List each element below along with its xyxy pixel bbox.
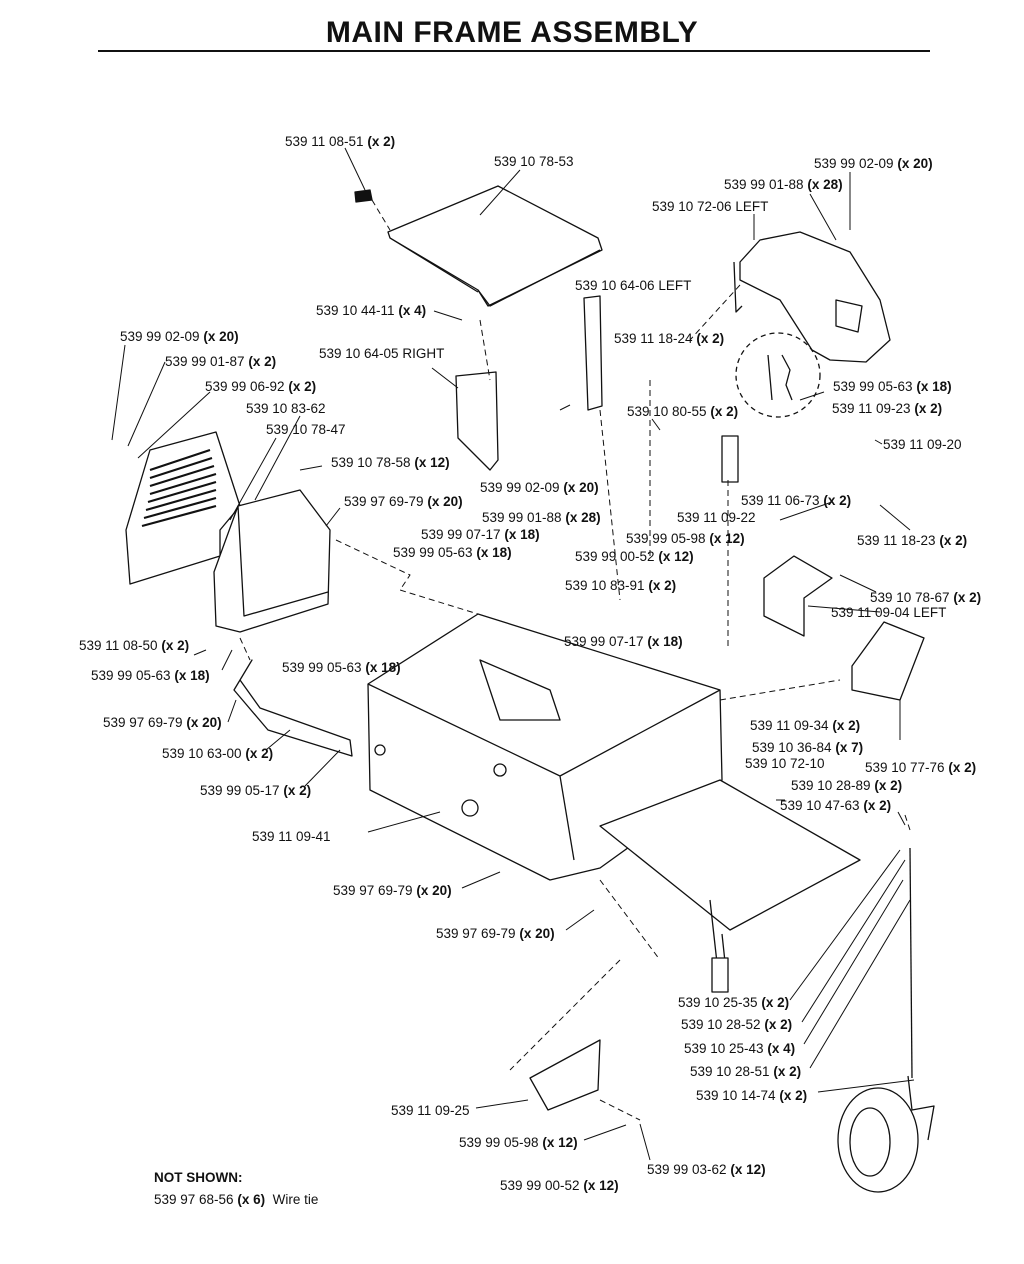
part-label: 539 10 83-62 [246, 401, 326, 416]
front-bracket-part [529, 1039, 601, 1111]
part-label: 539 99 05-63 (x 18) [91, 668, 210, 683]
part-label: 539 99 05-17 (x 2) [200, 783, 312, 798]
caster-wheel [837, 847, 935, 1193]
part-label: 539 10 28-89 (x 2) [791, 778, 903, 793]
not-shown-item: 539 97 68-56 (x 6) Wire tie [154, 1192, 319, 1207]
detail-circle [735, 332, 821, 418]
part-label: 539 99 07-17 (x 18) [564, 634, 683, 649]
part-label: 539 11 09-04 LEFT [831, 605, 947, 620]
detail-bracket [767, 354, 793, 401]
part-label: 539 11 08-51 (x 2) [285, 134, 396, 149]
part-label: 539 99 05-63 (x 18) [833, 379, 952, 394]
part-label: 539 10 78-53 [494, 154, 574, 169]
part-label: 539 99 02-09 (x 20) [120, 329, 239, 344]
part-label: 539 99 01-88 (x 28) [482, 510, 601, 525]
left-fender-part [733, 231, 891, 363]
rear-frame-box [213, 489, 353, 757]
part-label: 539 10 72-06 LEFT [652, 199, 769, 214]
part-label: 539 99 05-63 (x 18) [282, 660, 401, 675]
part-label: 539 10 78-58 (x 12) [331, 455, 450, 470]
part-label: 539 11 18-23 (x 2) [857, 533, 968, 548]
part-label: 539 99 01-88 (x 28) [724, 177, 843, 192]
part-label: 539 10 64-05 RIGHT [319, 346, 445, 361]
part-label: 539 10 25-35 (x 2) [678, 995, 790, 1010]
part-label: 539 99 00-52 (x 12) [575, 549, 694, 564]
part-label: 539 99 02-09 (x 20) [480, 480, 599, 495]
part-label: 539 99 05-98 (x 12) [459, 1135, 578, 1150]
part-label: 539 10 36-84 (x 7) [752, 740, 864, 755]
part-label: 539 10 78-47 [266, 422, 346, 437]
part-label: 539 10 14-74 (x 2) [696, 1088, 808, 1103]
part-label: 539 11 09-23 (x 2) [832, 401, 943, 416]
part-label: 539 99 01-87 (x 2) [165, 354, 277, 369]
not-shown-heading: NOT SHOWN: [154, 1170, 243, 1185]
part-label: 539 10 72-10 [745, 756, 825, 771]
part-label: 539 11 09-34 (x 2) [750, 718, 861, 733]
part-label: 539 99 07-17 (x 18) [421, 527, 540, 542]
part-label: 539 99 06-92 (x 2) [205, 379, 317, 394]
part-label: 539 11 06-73 (x 2) [741, 493, 852, 508]
part-label: 539 97 69-79 (x 20) [436, 926, 555, 941]
side-bracket-right [455, 295, 603, 471]
part-label: 539 10 64-06 LEFT [575, 278, 692, 293]
seat-mount-boxes [721, 435, 925, 701]
part-label: 539 10 28-52 (x 2) [681, 1017, 793, 1032]
part-label: 539 11 09-20 [883, 437, 962, 452]
part-label: 539 10 63-00 (x 2) [162, 746, 274, 761]
part-label: 539 10 83-91 (x 2) [565, 578, 677, 593]
main-frame [367, 613, 861, 993]
part-label: 539 10 77-76 (x 2) [865, 760, 977, 775]
part-label: 539 10 78-67 (x 2) [870, 590, 982, 605]
part-label: 539 99 05-98 (x 12) [626, 531, 745, 546]
part-label: 539 10 25-43 (x 4) [684, 1041, 796, 1056]
part-label: 539 11 09-41 [252, 829, 331, 844]
part-label: 539 10 28-51 (x 2) [690, 1064, 802, 1079]
part-label: 539 99 05-63 (x 18) [393, 545, 512, 560]
part-label: 539 11 09-22 [677, 510, 756, 525]
part-label: 539 99 00-52 (x 12) [500, 1178, 619, 1193]
rear-grille-panel [125, 431, 241, 585]
assembly-lines [239, 199, 911, 1121]
part-label: 539 97 69-79 (x 20) [344, 494, 463, 509]
part-label: 539 10 47-63 (x 2) [780, 798, 892, 813]
part-label: 539 11 18-24 (x 2) [614, 331, 725, 346]
title-rule [98, 50, 930, 52]
part-label: 539 97 69-79 (x 20) [103, 715, 222, 730]
part-label: 539 99 02-09 (x 20) [814, 156, 933, 171]
part-label: 539 10 44-11 (x 4) [316, 303, 427, 318]
part-label: 539 97 69-79 (x 20) [333, 883, 452, 898]
part-label: 539 11 08-50 (x 2) [79, 638, 190, 653]
seat-pan-part [354, 185, 603, 307]
part-label: 539 10 80-55 (x 2) [627, 404, 739, 419]
part-label: 539 99 03-62 (x 12) [647, 1162, 766, 1177]
part-label: 539 11 09-25 [391, 1103, 470, 1118]
page-title: MAIN FRAME ASSEMBLY [325, 16, 699, 49]
leader-lines [111, 147, 915, 1161]
